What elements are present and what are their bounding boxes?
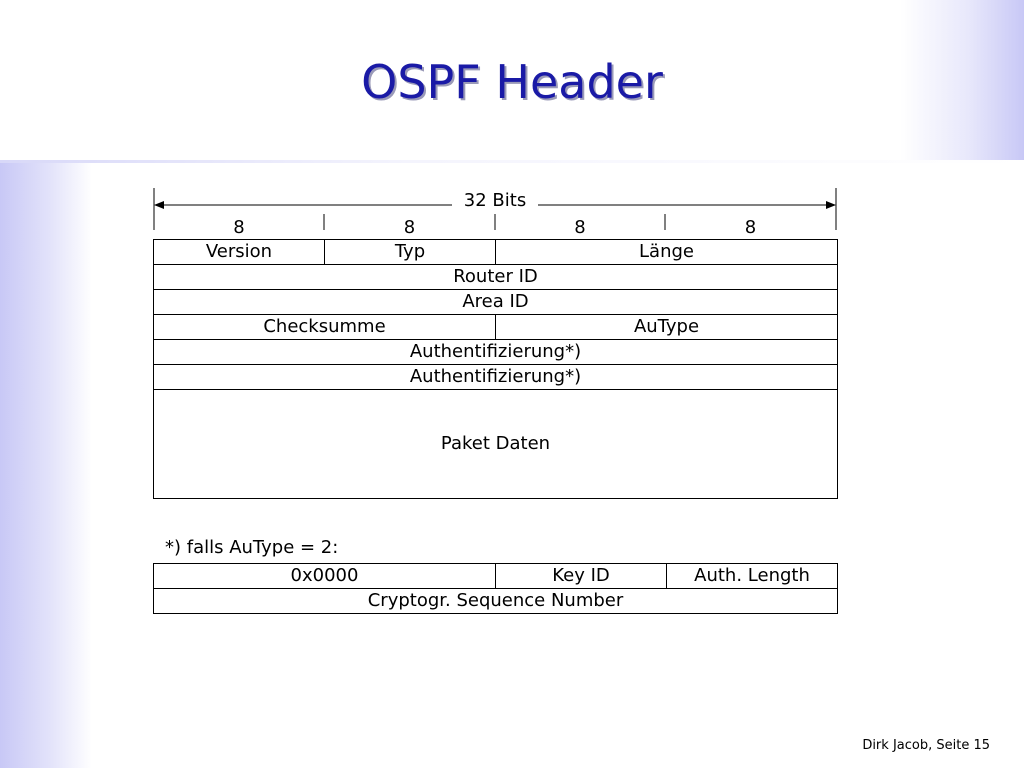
table-row: 0x0000 Key ID Auth. Length — [152, 563, 839, 589]
bit-width-4: 8 — [744, 217, 757, 238]
field-auth-length: Auth. Length — [666, 563, 839, 589]
table-row: Version Typ Länge — [153, 239, 838, 265]
field-type: Typ — [324, 239, 496, 265]
field-crypto-sequence: Cryptogr. Sequence Number — [152, 588, 839, 614]
field-area-id: Area ID — [153, 289, 838, 315]
field-authentication-2: Authentifizierung*) — [153, 364, 838, 390]
bit-width-1: 8 — [233, 217, 245, 238]
field-authentication-1: Authentifizierung*) — [153, 339, 838, 365]
background-gradient-left — [0, 162, 92, 768]
field-length: Länge — [495, 239, 838, 265]
table-row: Authentifizierung*) — [153, 364, 838, 390]
background-gradient-top-right — [900, 0, 1024, 162]
field-zero: 0x0000 — [152, 563, 497, 589]
slide-footer: Dirk Jacob, Seite 15 — [862, 738, 990, 753]
table-row: Area ID — [153, 289, 838, 315]
field-checksum: Checksumme — [153, 314, 496, 340]
table-row: Paket Daten — [153, 389, 838, 499]
field-router-id: Router ID — [153, 264, 838, 290]
table-row: Authentifizierung*) — [153, 339, 838, 365]
width-label: 32 Bits — [463, 190, 527, 211]
field-key-id: Key ID — [495, 563, 668, 589]
bit-width-3: 8 — [574, 217, 586, 238]
ospf-header-table: Version Typ Länge Router ID Area ID Chec… — [153, 239, 838, 499]
bit-width-2: 8 — [403, 217, 416, 238]
bit-width-arrow — [153, 188, 837, 230]
field-packet-data: Paket Daten — [153, 389, 838, 499]
field-version: Version — [153, 239, 325, 265]
footnote: *) falls AuType = 2: — [165, 537, 339, 558]
table-row: Router ID — [153, 264, 838, 290]
table-row: Cryptogr. Sequence Number — [152, 588, 839, 614]
auth-table: 0x0000 Key ID Auth. Length Cryptogr. Seq… — [152, 563, 839, 614]
slide-title: OSPF Header — [361, 55, 663, 109]
table-row: Checksumme AuType — [153, 314, 838, 340]
title-divider — [0, 160, 1024, 163]
field-autype: AuType — [495, 314, 838, 340]
